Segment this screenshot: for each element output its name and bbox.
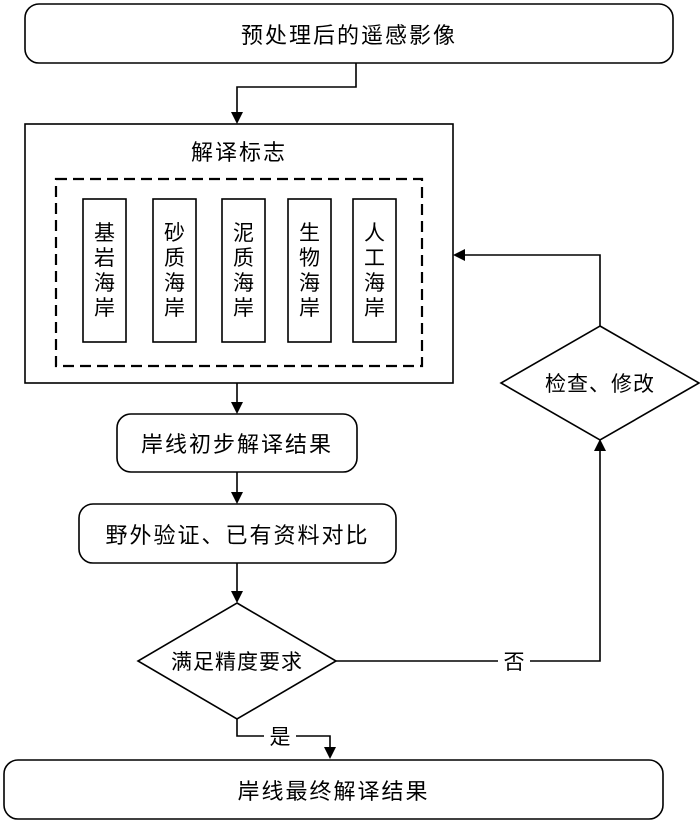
edge-input-to-marks — [231, 63, 357, 124]
decision-node-label: 满足精度要求 — [171, 650, 303, 674]
coast-type-box-3 — [221, 198, 266, 343]
review-node-label: 检查、修改 — [545, 372, 655, 396]
validation-node-label: 野外验证、已有资料对比 — [105, 523, 370, 549]
review-diamond — [499, 325, 700, 441]
coast-type-box-5 — [352, 198, 397, 343]
final-node-label: 岸线最终解译结果 — [237, 779, 430, 805]
no-label-bg — [498, 648, 530, 674]
coast-type-label-5: 人工海岸 — [364, 220, 385, 320]
input-node-box — [24, 3, 674, 64]
no-branch-label: 否 — [503, 650, 525, 674]
coast-type-label-3: 泥质海岸 — [233, 220, 254, 320]
marks-title: 解译标志 — [190, 141, 287, 166]
edge-decision-no-to-review — [336, 439, 606, 662]
yes-label-bg — [264, 724, 296, 748]
coast-type-label-2: 砂质海岸 — [164, 220, 185, 320]
coast-types-dashed-group — [54, 177, 424, 368]
coast-type-box-4 — [287, 198, 332, 343]
preliminary-node-label: 岸线初步解译结果 — [140, 433, 333, 458]
yes-branch-label: 是 — [269, 725, 291, 749]
edge-review-to-marks — [453, 249, 601, 326]
coast-type-label-1: 基岩海岸 — [94, 220, 115, 320]
coast-type-label-4: 生物海岸 — [299, 220, 320, 320]
final-node-box — [3, 759, 664, 820]
input-node-label: 预处理后的遥感影像 — [240, 23, 457, 49]
coast-type-box-2 — [152, 198, 197, 343]
coast-type-box-1 — [82, 198, 127, 343]
